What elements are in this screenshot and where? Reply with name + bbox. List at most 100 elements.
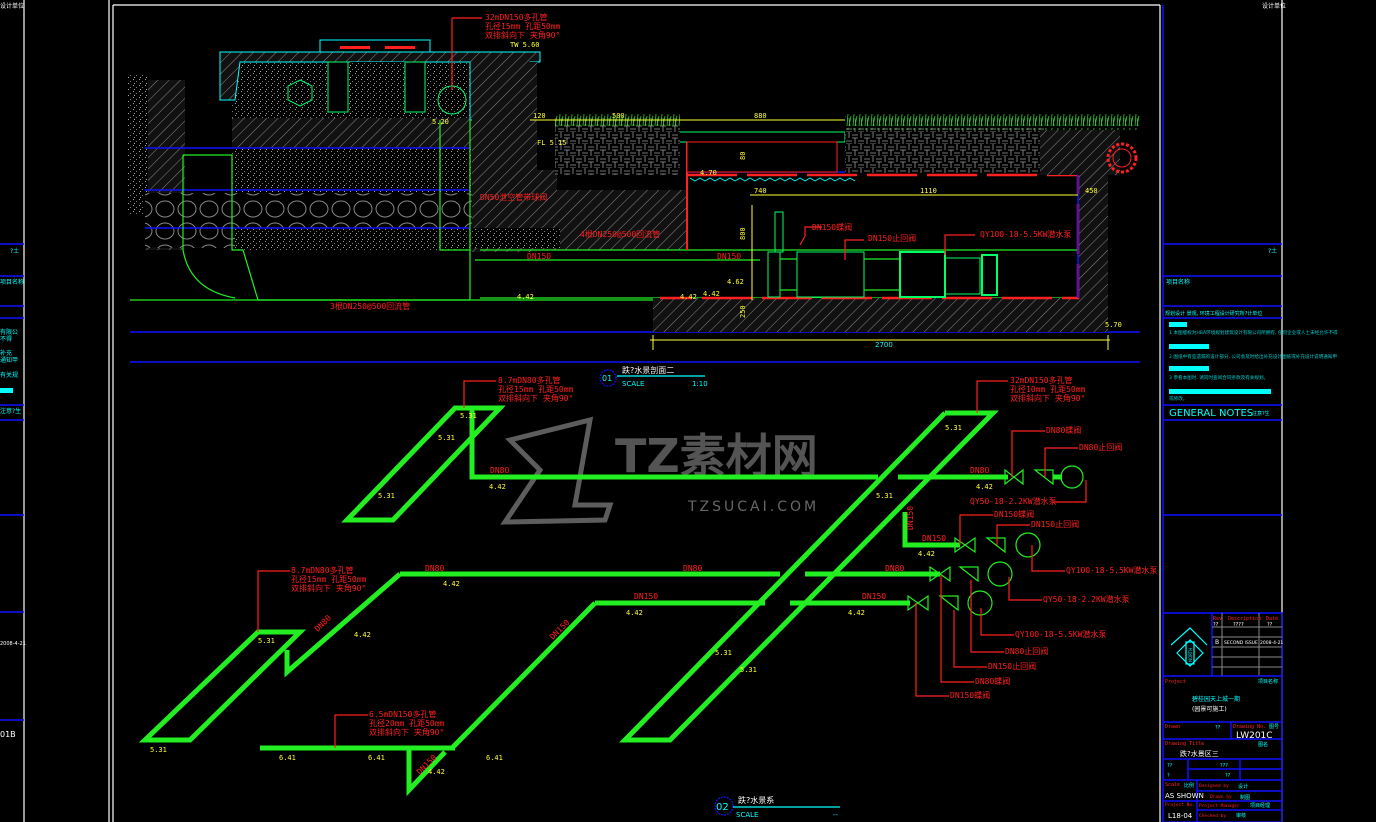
drawing-text: 3 参看本图时, 请同时查阅合同条款及有关规划。 xyxy=(1169,374,1268,381)
drawing-text: 注意?生 xyxy=(1252,410,1270,417)
left-note: 注意?生 xyxy=(0,407,21,415)
drawing-text: DN80蝶阀 xyxy=(1046,425,1081,435)
drawing-text: 审核 xyxy=(1236,812,1246,819)
check-valve-label: DN150止回阀 xyxy=(868,233,916,243)
drawing-text: SCALE xyxy=(736,811,758,819)
drawing-text: 32mDN150多孔管 xyxy=(1010,375,1073,385)
drawing-text: 双排斜向下 夹角90° xyxy=(498,393,573,403)
drawing-text: 120 xyxy=(533,112,546,120)
drawing-text: 4.42 xyxy=(443,580,460,588)
drawing-text: ?? xyxy=(1225,773,1231,779)
drawing-text: Drawing No. xyxy=(1233,724,1266,730)
drawing-text: 跌?水景系 xyxy=(738,795,774,805)
drawing-text: 5.70 xyxy=(1105,321,1122,329)
drawing-text: 4.42 xyxy=(976,483,993,491)
drawing-text: 5.31 xyxy=(258,637,275,645)
drawing-text: 孔径10mm 孔距50mm xyxy=(1010,384,1086,394)
left-small-2: 项目名称 xyxy=(0,278,24,286)
drawing-text: 比例 xyxy=(1184,782,1194,789)
drawing-text: LW201C xyxy=(1236,731,1273,741)
plan-title-02: 02 跌?水景系 SCALE -- xyxy=(714,795,840,819)
drawing-text: Project No. xyxy=(1165,802,1195,808)
drawing-text: Project xyxy=(1165,679,1186,685)
drawing-text: 6.5mDN150多孔管 xyxy=(369,709,436,719)
drawing-text: DN80止回阀 xyxy=(1005,646,1048,656)
drawing-text: 5.31 xyxy=(715,649,732,657)
drawing-text: 800 xyxy=(739,227,747,240)
drawing-text: 01 xyxy=(602,374,612,383)
drawing-text: 80 xyxy=(739,152,747,160)
drawing-text: DN150 xyxy=(906,506,915,530)
drawing-text: GENERAL NOTES xyxy=(1169,408,1253,419)
drawing-text: B xyxy=(1215,639,1219,646)
drawing-text: DN150蝶阀 xyxy=(994,509,1034,519)
drawing-text: 880 xyxy=(754,112,767,120)
plan-leaders xyxy=(257,380,1087,748)
drawing-text: DN80 xyxy=(313,613,333,633)
pump-set-dn150-lower xyxy=(907,590,993,616)
drawing-text: DN150 xyxy=(634,592,658,601)
drawing-text: 跌?水景剖面二 xyxy=(622,365,674,375)
drawing-text: NORTH xyxy=(1188,648,1193,662)
drawing-text: QY50-18-2.2KW潜水泵 xyxy=(970,496,1057,506)
left-drawing-no: 01B xyxy=(0,730,16,739)
drawing-text: (园景可施工) xyxy=(1192,705,1227,713)
pump-set-dn80-lower xyxy=(929,561,1013,587)
ball-valve-label: DN50泄空管带球阀 xyxy=(480,192,547,202)
section-dimensions: 500 880 740 1110 2700 120 450 800 80 250… xyxy=(432,112,1122,349)
drawing-text: Description xyxy=(1228,616,1261,622)
drawing-text: 8.7mDN80多孔管 xyxy=(498,375,561,385)
drawing-text: SECOND ISSUE xyxy=(1224,640,1258,646)
left-note: 不得 xyxy=(0,335,12,343)
drawing-text: 孔径15mm 孔距50mm xyxy=(291,574,367,584)
drawing-text: DN80蝶阀 xyxy=(975,676,1010,686)
drawing-text: ?? xyxy=(1267,622,1273,628)
drawing-text: Date xyxy=(1266,616,1278,622)
drawing-text: 6.41 xyxy=(279,754,296,762)
drawing-text: 5.31 xyxy=(378,492,395,500)
drawing-text: 4.42 xyxy=(517,293,534,301)
drawing-text: AS SHOWN xyxy=(1165,792,1204,800)
drawing-text: Rev xyxy=(1213,616,1222,622)
pump-label: QY100-18-5.5KW潜水泵 xyxy=(980,229,1071,239)
drawing-text: 5.31 xyxy=(460,412,477,420)
drawing-text: 5.20 xyxy=(432,118,449,126)
drawing-text: 或修改。 xyxy=(1169,395,1187,402)
drawing-text: 图名 xyxy=(1258,741,1268,748)
drawing-text: ? xyxy=(1167,773,1170,779)
drawing-text: L18-04 xyxy=(1168,812,1193,820)
drawing-text: 6.41 xyxy=(486,754,503,762)
drawing-text: 规划设计 景观, 环境工程设计研究所?计单位 xyxy=(1165,310,1262,317)
title-block: ?土 项目名称 规划设计 景观, 环境工程设计研究所?计单位 1 本图版权为HB… xyxy=(1162,5,1338,822)
drawing-text: 1:10 xyxy=(692,380,708,388)
drawing-text: 5.31 xyxy=(876,492,893,500)
drawing-text: 5.31 xyxy=(150,746,167,754)
corner-label-left: 设计单位 xyxy=(0,2,24,10)
drawing-text: Drawn xyxy=(1165,724,1180,730)
drawing-text: DN80 xyxy=(970,466,989,475)
drawing-text: ?? xyxy=(1215,725,1221,731)
pump-set-dn150-upper xyxy=(954,532,1041,558)
drawing-text: 740 xyxy=(754,187,767,195)
drawing-text: DN150 xyxy=(862,592,886,601)
north-arrow-icon xyxy=(1170,627,1208,667)
pipe-label: DN150 xyxy=(717,252,741,261)
drawing-text: 孔径20mm 孔距50mm xyxy=(369,718,445,728)
left-note: 补充 xyxy=(0,349,12,357)
drawing-text: 4.42 xyxy=(354,631,371,639)
left-rev-date: 2008-4-21 xyxy=(0,641,26,647)
drawing-text: 5.31 xyxy=(740,666,757,674)
left-title-block: ?土 项目名称 有限公 不得 补充 通知甲 有关规 注意?生 2008-4-21… xyxy=(0,243,26,739)
drawing-text: 4.42 xyxy=(489,483,506,491)
drawing-text: 5.31 xyxy=(945,424,962,432)
drawing-text: 450 xyxy=(1085,187,1098,195)
plan-elevations: 5.31 5.31 5.31 4.42 4.42 4.42 4.42 4.42 … xyxy=(150,412,993,776)
drawing-text: QY100-18-5.5KW潜水泵 xyxy=(1066,565,1157,575)
drawing-text: 500 xyxy=(612,112,625,120)
drawing-text: ?? xyxy=(1213,622,1219,628)
drawing-text: ???? xyxy=(1233,622,1244,628)
drawing-text: 项目经理 xyxy=(1250,802,1270,809)
section-view-01 xyxy=(128,17,1140,350)
overflow-pipe-label: 4根DN250@500回流管 xyxy=(580,229,660,239)
